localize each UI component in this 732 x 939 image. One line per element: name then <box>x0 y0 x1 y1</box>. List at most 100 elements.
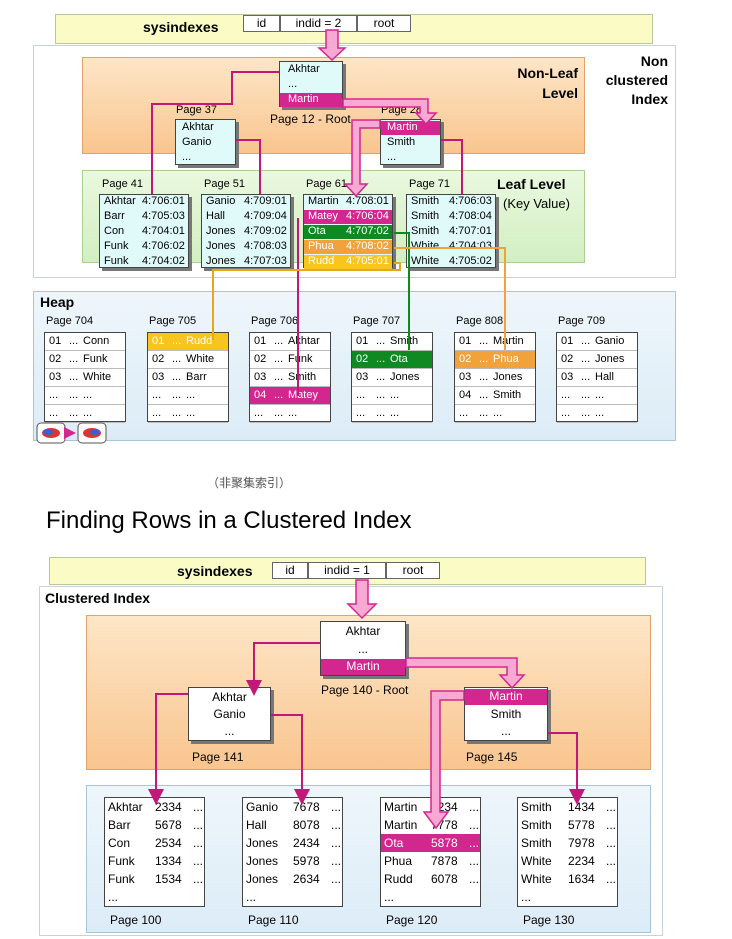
nc-heap-cell: ... <box>459 407 469 419</box>
nc-heap-page-label: Page 704 <box>46 315 94 327</box>
c-data-cell: ... <box>193 872 204 886</box>
c-data-cell: ... <box>193 818 204 832</box>
nc-heap-cell: Smith <box>493 389 522 401</box>
c-data-cell: ... <box>246 890 257 904</box>
nc-heap-row: ......... <box>45 387 125 405</box>
nc-heap-cell: ... <box>581 389 591 401</box>
nc-leaf-key: White <box>411 255 440 267</box>
nc-heap-cell: ... <box>390 389 400 401</box>
nc-heap-cell: 04 <box>459 389 472 401</box>
nc-leaf-page-label: Page 51 <box>204 178 245 190</box>
nc-heap-cell: ... <box>479 407 489 419</box>
c-page145-label: Page 145 <box>466 750 518 764</box>
c-data-cell: Martin <box>384 818 418 832</box>
c-data-cell: Akhtar <box>108 800 143 814</box>
nc-leaf-key: Con <box>104 225 125 237</box>
c-root-label: Page 140 - Root <box>321 683 409 697</box>
nc-page28-row: Smith <box>387 136 416 148</box>
nc-heap-row: 04...Matey <box>250 387 330 405</box>
nc-leaf-key: Funk <box>104 255 129 267</box>
nc-heap-cell: 03 <box>356 371 369 383</box>
nc-leaf-key: Akhtar <box>104 195 136 207</box>
c-data-cell: Funk <box>108 854 135 868</box>
nc-heap-cell: ... <box>581 407 591 419</box>
nc-heap-cell: Funk <box>83 353 108 365</box>
nc-leaf-rid: 4:707:03 <box>244 255 287 267</box>
nc-heap-cell: Jones <box>595 353 625 365</box>
c-data-cell: ... <box>606 800 617 814</box>
nc-heap-cell: ... <box>172 335 182 347</box>
nc-leaf-rid: 4:707:01 <box>449 225 492 237</box>
c-data-page-label: Page 120 <box>386 913 438 927</box>
nc-heap-cell: ... <box>172 371 182 383</box>
c-data-cell: ... <box>521 890 532 904</box>
nc-heap-cell: ... <box>172 353 182 365</box>
nc-heap-cell: White <box>83 371 112 383</box>
nc-heap-row: ......... <box>250 405 330 423</box>
nc-heap-cell: ... <box>376 353 386 365</box>
nc-heap-cell: 01 <box>561 335 574 347</box>
nc-leaf-key: Phua <box>308 240 334 252</box>
nc-heap-cell: ... <box>274 389 284 401</box>
nc-page37-row: ... <box>182 151 192 163</box>
nc-root-row: Martin <box>280 93 342 107</box>
c-sys-cell-root: root <box>386 562 440 579</box>
nc-leaf-rid: 4:704:01 <box>142 225 185 237</box>
nc-corner-label: Non clustered Index <box>605 53 668 107</box>
nc-leaf-rid: 4:708:04 <box>449 210 492 222</box>
nc-sys-cell-root: root <box>357 15 411 32</box>
c-data-cell: 6078 <box>431 872 458 886</box>
nc-leaf-page-label: Page 41 <box>102 178 143 190</box>
nc-heap-cell: 01 <box>152 335 165 347</box>
nc-heap-cell: White <box>186 353 215 365</box>
c-data-cell: Martin <box>384 800 418 814</box>
c-data-cell: ... <box>606 872 617 886</box>
c-data-cell: ... <box>108 890 119 904</box>
c-page145: Martin Smith ... <box>464 687 548 741</box>
nc-heap-cell: ... <box>83 389 93 401</box>
c-root-row: Akhtar <box>345 624 381 638</box>
nc-leaf-key: Martin <box>308 195 339 207</box>
nc-heap-cell: ... <box>83 407 93 419</box>
nc-heap-cell: ... <box>69 407 79 419</box>
c-data-cell: White <box>521 872 552 886</box>
heap-scan-icon <box>36 421 108 445</box>
c-data-cell: Smith <box>521 836 552 850</box>
nc-heap-cell: ... <box>274 407 284 419</box>
nc-leaf-key: Barr <box>104 210 125 222</box>
nc-heap-cell: ... <box>274 335 284 347</box>
c-data-cell: Jones <box>246 854 279 868</box>
nc-heap-page-label: Page 808 <box>456 315 504 327</box>
nc-heap-cell: ... <box>561 389 571 401</box>
c-data-cell: Jones <box>246 872 279 886</box>
nc-leaf-rid: 4:709:02 <box>244 225 287 237</box>
nc-leaf-rid: 4:706:04 <box>346 210 389 222</box>
nc-leaf-rid: 4:705:01 <box>346 255 389 267</box>
nc-heap-cell: ... <box>172 389 182 401</box>
nc-leaf-key: Ganio <box>206 195 236 207</box>
nc-heap-row: 01...Smith <box>352 333 432 351</box>
nc-heap-cell: ... <box>254 407 264 419</box>
c-data-cell: ... <box>469 800 480 814</box>
c-data-cell: Hall <box>246 818 267 832</box>
c-data-cell: 5778 <box>568 818 595 832</box>
